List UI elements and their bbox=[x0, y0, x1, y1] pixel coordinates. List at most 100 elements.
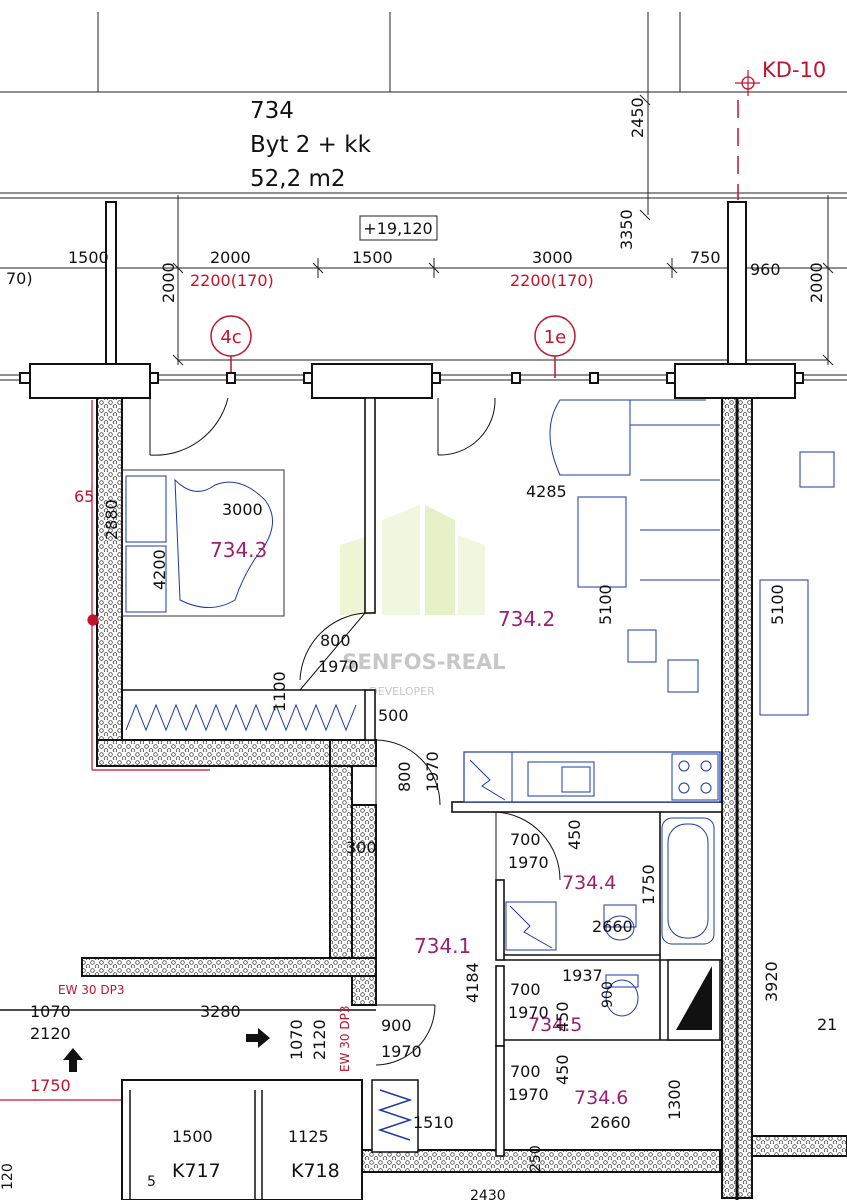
dim-label: 500 bbox=[378, 706, 409, 725]
dim-label: 1937 bbox=[562, 966, 603, 985]
dimension-labels: 2450 3350 1500 2000 1500 3000 750 960 20… bbox=[0, 97, 837, 1200]
fire-door-label: EW 30 DP3 bbox=[58, 983, 124, 997]
dim-label: 1100 bbox=[270, 671, 289, 712]
dim-label: 2880 bbox=[102, 499, 121, 540]
dim-label: 1070 bbox=[30, 1002, 71, 1021]
living-furniture bbox=[549, 399, 835, 716]
bathroom-fixtures bbox=[505, 817, 715, 1017]
dim-label: 3920 bbox=[762, 961, 781, 1002]
dim-label: 2660 bbox=[590, 1113, 631, 1132]
elevation-box bbox=[359, 215, 438, 241]
dim-label: 1500 bbox=[352, 248, 393, 267]
dim-label: 2430 bbox=[470, 1188, 506, 1200]
dim-label: 1970 bbox=[423, 751, 442, 792]
dim-label: 750 bbox=[690, 248, 721, 267]
dim-label: 2120 bbox=[30, 1024, 71, 1043]
dim-label: 300 bbox=[346, 838, 377, 857]
arrow-up-icon bbox=[63, 1048, 83, 1072]
dim-label: 120 bbox=[0, 1163, 16, 1190]
dim-label: 1970 bbox=[381, 1042, 422, 1061]
red-annotation-lines bbox=[0, 400, 210, 1101]
dim-label: 2000 bbox=[159, 262, 178, 303]
dim-label: 4285 bbox=[526, 482, 567, 501]
dim-label: 3000 bbox=[532, 248, 573, 267]
dim-label: 700 bbox=[510, 980, 541, 999]
dim-label: 1970 bbox=[508, 1003, 549, 1022]
fire-door-label-vertical: EW 30 DP3 bbox=[338, 1006, 352, 1072]
dim-label: 1970 bbox=[508, 853, 549, 872]
room-label-734-4: 734.4 bbox=[562, 872, 616, 894]
axis-1e-marker bbox=[534, 315, 576, 378]
axis-4c-label: 4c bbox=[220, 327, 241, 348]
dim-label: 65 bbox=[74, 487, 94, 506]
room-label-734-1: 734.1 bbox=[414, 934, 471, 958]
unit-area: 52,2 m2 bbox=[250, 166, 346, 192]
dim-label: 450 bbox=[553, 1001, 572, 1032]
dim-label: 3350 bbox=[617, 209, 636, 250]
dim-label: 960 bbox=[750, 260, 781, 279]
kd-axis-marker bbox=[735, 70, 760, 200]
arrow-right-icon bbox=[246, 1028, 270, 1048]
axis-1e-label: 1e bbox=[544, 327, 567, 348]
kitchen-counter bbox=[463, 751, 721, 803]
doors bbox=[149, 397, 561, 1110]
cellar-k717: K717 bbox=[172, 1160, 221, 1182]
dim-label: 70) bbox=[6, 269, 33, 288]
cellar-k718: K718 bbox=[291, 1160, 340, 1182]
unit-type: Byt 2 + kk bbox=[250, 132, 372, 158]
dim-label: 2000 bbox=[210, 248, 251, 267]
dim-label: 4184 bbox=[463, 962, 482, 1003]
partitions bbox=[122, 397, 723, 1157]
dim-label: 450 bbox=[553, 1054, 572, 1085]
dim-label: 700 bbox=[510, 1062, 541, 1081]
dim-label: 1500 bbox=[68, 248, 109, 267]
dim-label: 900 bbox=[381, 1016, 412, 1035]
dim-label: 250 bbox=[528, 1145, 544, 1172]
kd-label: KD-10 bbox=[762, 58, 826, 82]
dim-label: 5100 bbox=[596, 584, 615, 625]
room-label-734-6: 734.6 bbox=[574, 1087, 628, 1109]
dim-label: 1500 bbox=[172, 1127, 213, 1146]
dim-label: 1750 bbox=[639, 864, 658, 905]
dim-label: 3000 bbox=[222, 500, 263, 519]
dim-label: 4200 bbox=[150, 549, 169, 590]
window-label-1: 2200(170) bbox=[190, 271, 274, 290]
unit-number: 734 bbox=[250, 98, 294, 124]
dim-label: 2000 bbox=[807, 262, 826, 303]
dim-label: 900 bbox=[600, 981, 616, 1008]
dim-label: 1750 bbox=[30, 1076, 71, 1095]
watermark-sub: DEVELOPER bbox=[369, 685, 435, 698]
developer-logo bbox=[340, 505, 485, 615]
dim-label: 450 bbox=[565, 819, 584, 850]
dim-label: 2450 bbox=[628, 97, 647, 138]
facade-piers bbox=[19, 363, 804, 399]
watermark-name: SENFOS-REAL bbox=[342, 650, 505, 674]
elevation-label: +19,120 bbox=[363, 219, 432, 238]
dim-label: 800 bbox=[395, 761, 414, 792]
lower-left-structure bbox=[0, 1009, 419, 1200]
dim-label: 1070 bbox=[287, 1019, 306, 1060]
room-label-734-3: 734.3 bbox=[210, 538, 267, 562]
dim-label: 1970 bbox=[508, 1085, 549, 1104]
dim-label: 5100 bbox=[768, 584, 787, 625]
wardrobe bbox=[125, 703, 357, 732]
axis-4c-marker bbox=[210, 315, 252, 378]
dim-label: 1510 bbox=[413, 1113, 454, 1132]
dim-label: 700 bbox=[510, 830, 541, 849]
dim-label: 800 bbox=[320, 631, 351, 650]
double-bed bbox=[121, 469, 285, 617]
room-label-734-2: 734.2 bbox=[498, 607, 555, 631]
terrace-lines bbox=[0, 12, 847, 381]
shaft-fill bbox=[676, 966, 712, 1030]
dim-label: 2120 bbox=[310, 1019, 329, 1060]
room-label-734-5: 734.5 bbox=[528, 1014, 582, 1036]
dim-label: 1970 bbox=[318, 657, 359, 676]
dim-label: 1125 bbox=[288, 1127, 329, 1146]
dim-label: 21 bbox=[817, 1015, 837, 1034]
dim-label: 5 bbox=[147, 1174, 156, 1190]
dim-label: 2660 bbox=[592, 917, 633, 936]
window-label-2: 2200(170) bbox=[510, 271, 594, 290]
dim-label: 3280 bbox=[200, 1002, 241, 1021]
dim-label: 1300 bbox=[665, 1079, 684, 1120]
